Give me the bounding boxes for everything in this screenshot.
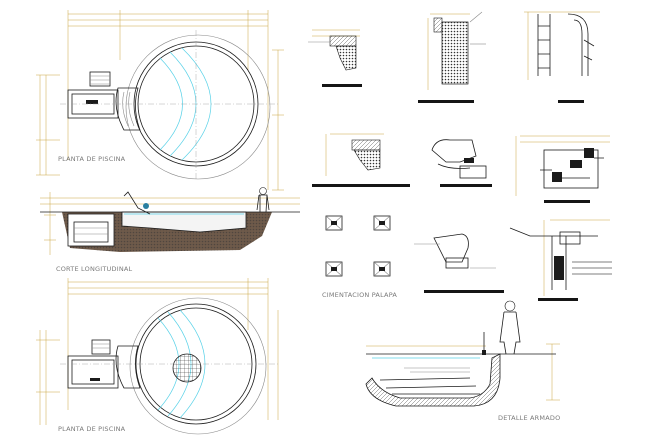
detail-wall-section	[418, 11, 486, 103]
label-section: CORTE LONGITUDINAL	[56, 265, 133, 273]
detail-pump-equipment	[515, 135, 610, 203]
label-detalle: DETALLE ARMADO	[498, 414, 560, 422]
footing-1	[325, 215, 343, 231]
detail-coping-1	[308, 29, 362, 87]
detail-coping-2	[312, 133, 410, 187]
detail-pool-light	[414, 233, 504, 293]
human-figure-detail	[499, 300, 521, 355]
cimentacion-palapa: CIMENTACION PALAPA	[322, 215, 397, 299]
footing-4	[373, 261, 391, 277]
detalle-armado: DETALLE ARMADO	[365, 300, 560, 422]
detail-ladder	[524, 11, 600, 103]
detail-drain	[509, 219, 612, 301]
section-dimensions	[40, 192, 300, 255]
label-plan-bottom: PLANTA DE PISCINA	[58, 425, 126, 433]
label-plan-top: PLANTA DE PISCINA	[58, 155, 126, 163]
pool-plan-top-dimensions	[36, 10, 284, 191]
pool-plan-top: PLANTA DE PISCINA	[36, 10, 284, 191]
drain-grate-icon	[172, 353, 202, 383]
water-slide	[123, 191, 151, 215]
footing-2	[373, 215, 391, 231]
rebar-marker	[482, 332, 486, 355]
pool-plan-bottom: PLANTA DE PISCINA	[36, 278, 280, 435]
longitudinal-section: CORTE LONGITUDINAL	[40, 187, 300, 273]
label-cimentacion: CIMENTACION PALAPA	[322, 291, 397, 299]
detail-skimmer	[431, 139, 492, 187]
footing-3	[325, 261, 343, 277]
human-figure-section	[256, 187, 270, 213]
